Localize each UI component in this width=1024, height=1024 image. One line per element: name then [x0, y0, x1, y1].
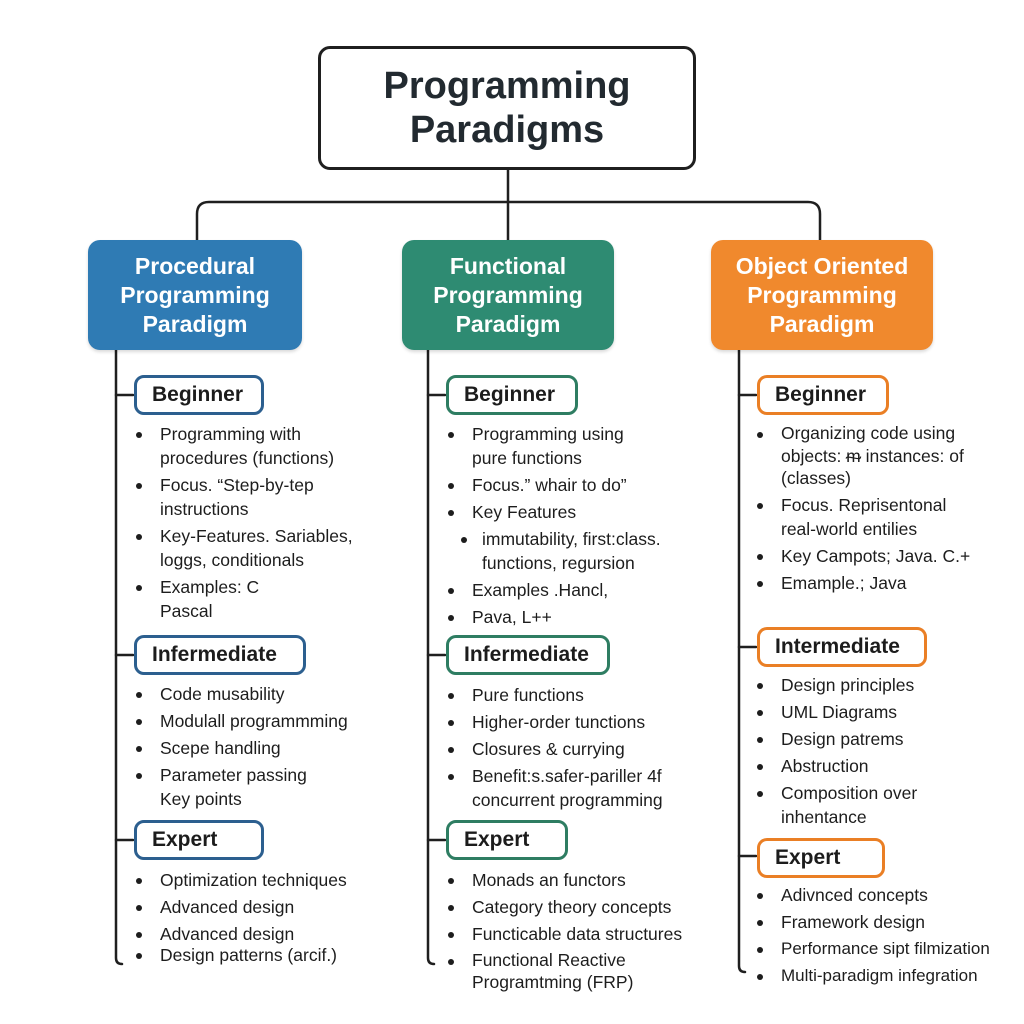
list-item: Modulall programmming: [133, 709, 423, 733]
list-item: Functional Reactive Programtming (FRP): [445, 949, 735, 993]
list-item: Optimization techniques: [133, 868, 423, 892]
list-item: Benefit:s.safer-pariller 4f concurrent p…: [445, 764, 735, 812]
list-item: Abstruction: [754, 754, 1022, 778]
list-item: Pure functions: [445, 683, 735, 707]
list-item: Closures & currying: [445, 737, 735, 761]
object-oriented-intermediate-label: Intermediate: [757, 627, 927, 667]
list-item: Scepe handling: [133, 736, 423, 760]
list-item: Design principles: [754, 673, 1022, 697]
object-oriented-expert-label: Expert: [757, 838, 885, 878]
list-item: Category theory concepts: [445, 895, 735, 919]
list-item: Programming with procedures (functions): [133, 422, 423, 470]
list-item: Programming using pure functions: [445, 422, 735, 470]
list-item: Pava, L++: [445, 605, 735, 629]
object-oriented-spine: [737, 347, 747, 974]
list-item: Adivnced concepts: [754, 883, 1022, 907]
list-item: Framework design: [754, 910, 1022, 934]
object-oriented-beginner-list: Organizing code using objects: ᵯ instanc…: [754, 422, 1022, 598]
list-item: Focus. Reprisentonal real-world entilies: [754, 493, 1022, 541]
list-item: Monads an functors: [445, 868, 735, 892]
object-oriented-beginner-label: Beginner: [757, 375, 889, 415]
list-item: Focus. “Step-by-tep instructions: [133, 473, 423, 521]
procedural-intermediate-label: Infermediate: [134, 635, 306, 675]
list-item: UML Diagrams: [754, 700, 1022, 724]
list-item: Performance sipt filmization: [754, 937, 1022, 961]
functional-header: Functional Programming Paradigm: [402, 240, 614, 350]
list-item: Focus.” whair to do”: [445, 473, 735, 497]
list-item: Examples: C Pascal: [133, 575, 423, 623]
functional-beginner-list: Programming using pure functions Focus.”…: [445, 422, 735, 632]
procedural-spine: [114, 347, 124, 966]
list-item: Key Features: [445, 500, 735, 524]
list-item: Key Campots; Java. C.+: [754, 544, 1022, 568]
title-box: Programming Paradigms: [318, 46, 696, 170]
functional-expert-label: Expert: [446, 820, 568, 860]
list-item: Examples .Hancl,: [445, 578, 735, 602]
procedural-beginner-list: Programming with procedures (functions) …: [133, 422, 423, 626]
functional-intermediate-label: Infermediate: [446, 635, 610, 675]
procedural-expert-list: Optimization techniques Advanced design …: [133, 868, 423, 970]
object-oriented-expert-list: Adivnced concepts Framework design Perfo…: [754, 883, 1022, 991]
list-item: Design patrems: [754, 727, 1022, 751]
list-item: Emample.; Java: [754, 571, 1022, 595]
list-item: Advanced design: [133, 922, 423, 946]
list-item: Higher-order tunctions: [445, 710, 735, 734]
diagram-title: Programming Paradigms: [383, 65, 631, 151]
list-item: Code musability: [133, 682, 423, 706]
list-item: Key-Features. Sariables, loggs, conditio…: [133, 524, 423, 572]
functional-intermediate-list: Pure functions Higher-order tunctions Cl…: [445, 683, 735, 815]
list-item: Advanced design: [133, 895, 423, 919]
procedural-intermediate-list: Code musability Modulall programmming Sc…: [133, 682, 423, 814]
list-item: Organizing code using objects: ᵯ instanc…: [754, 422, 1022, 490]
list-item: Multi-paradigm infegration: [754, 964, 1022, 988]
list-item: Composition over inhentance: [754, 781, 1022, 829]
list-item: Parameter passing Key points: [133, 763, 423, 811]
functional-spine: [426, 347, 436, 966]
object-oriented-header: Object Oriented Programming Paradigm: [711, 240, 933, 350]
functional-beginner-label: Beginner: [446, 375, 578, 415]
procedural-expert-label: Expert: [134, 820, 264, 860]
procedural-header: Procedural Programming Paradigm: [88, 240, 302, 350]
procedural-beginner-label: Beginner: [134, 375, 264, 415]
list-item: immutability, first:class. functions, re…: [445, 527, 735, 575]
functional-expert-list: Monads an functors Category theory conce…: [445, 868, 735, 996]
list-item: Design patterns (arcif.): [133, 943, 423, 967]
object-oriented-intermediate-list: Design principles UML Diagrams Design pa…: [754, 673, 1022, 832]
list-item: Functicable data structures: [445, 922, 735, 946]
